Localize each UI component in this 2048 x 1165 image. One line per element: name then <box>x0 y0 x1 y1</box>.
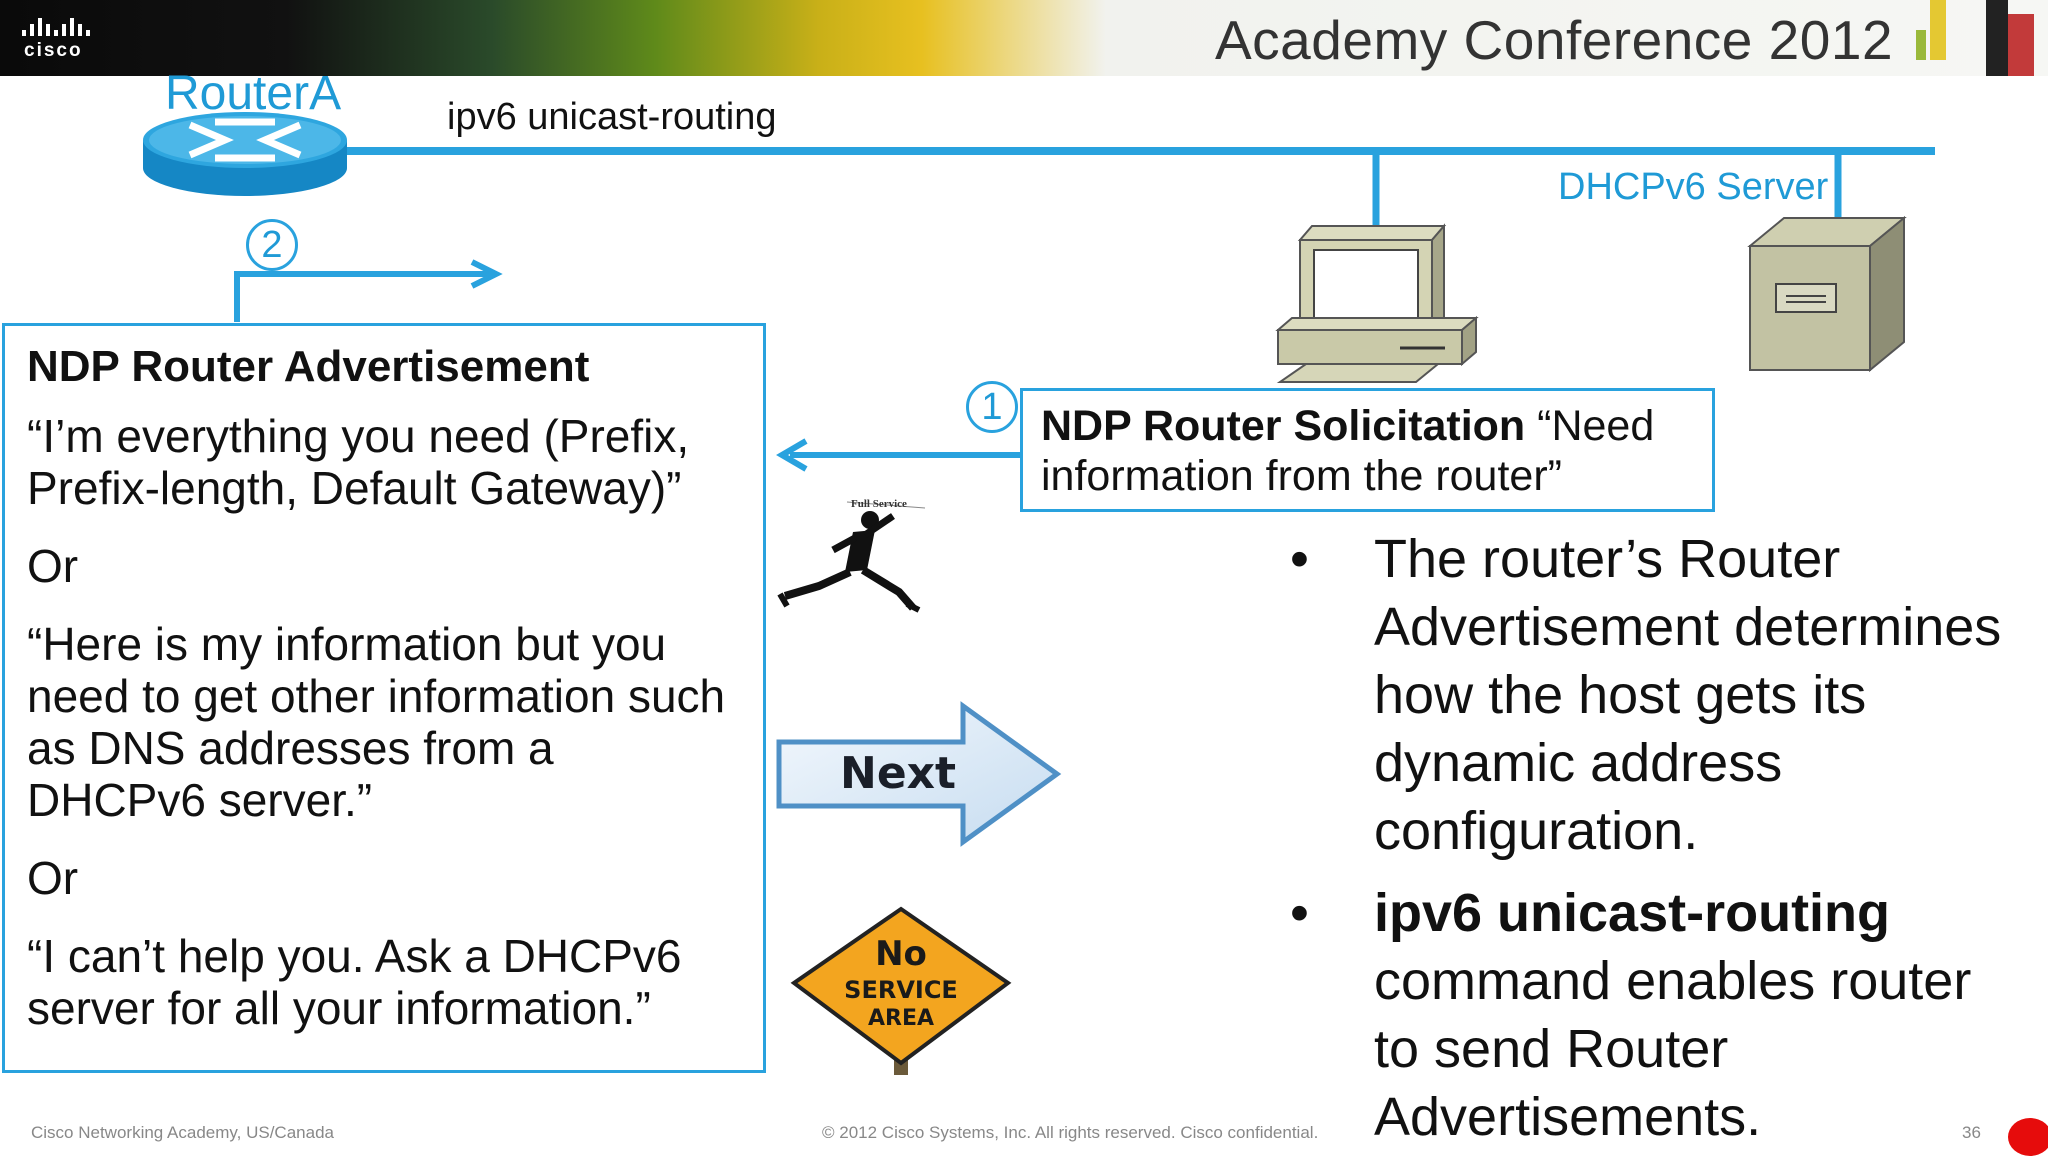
bullet-item: • ipv6 unicast-routing command enables r… <box>1290 879 2030 1151</box>
rs-heading: NDP Router Solicitation <box>1041 402 1526 450</box>
next-arrow-icon: Next <box>776 701 1062 847</box>
cisco-logo-icon <box>22 18 90 36</box>
footer-copyright: © 2012 Cisco Systems, Inc. All rights re… <box>822 1123 1319 1142</box>
command-label: ipv6 unicast-routing <box>447 96 777 138</box>
router-advertisement-box: NDP Router Advertisement “I’m everything… <box>2 323 766 1073</box>
footer-left: Cisco Networking Academy, US/Canada <box>31 1123 334 1142</box>
banner-decoration-icon <box>1916 0 2034 76</box>
no-service-line2: SERVICE <box>844 976 958 1004</box>
ra-or-1: Or <box>27 540 79 592</box>
rs-quote: “Need information from the router” <box>1041 402 1655 500</box>
router-label: RouterA <box>165 67 342 120</box>
cisco-logo-text: cisco <box>24 40 83 61</box>
next-label: Next <box>840 748 956 799</box>
bullet-item: • The router’s Router Advertisement dete… <box>1290 525 2030 865</box>
header-banner <box>0 0 2048 76</box>
ra-heading: NDP Router Advertisement <box>27 342 590 391</box>
ra-option-2: “Here is my information but you need to … <box>27 618 726 826</box>
no-service-line1: No <box>875 934 927 974</box>
bullet-marker: • <box>1290 529 1309 589</box>
bullet-bold: ipv6 unicast-routing <box>1374 883 1891 943</box>
bullet-text: command enables router to send Router Ad… <box>1374 951 1972 1147</box>
dhcpv6-server-label: DHCPv6 Server <box>1558 166 1829 208</box>
step-1-badge: 1 <box>966 381 1018 433</box>
router-solicitation-box: NDP Router Solicitation “Need informatio… <box>1020 388 1715 512</box>
full-service-runner-image: Full Service <box>777 498 926 613</box>
bullet-list: • The router’s Router Advertisement dete… <box>1290 525 2030 1165</box>
no-service-sign-icon: No SERVICE AREA <box>790 906 1012 1075</box>
conference-title: Academy Conference 2012 <box>1215 9 1894 71</box>
bullet-text: The router’s Router Advertisement determ… <box>1374 529 2002 861</box>
slide-number: 36 <box>1962 1123 1981 1142</box>
ra-or-2: Or <box>27 852 79 904</box>
computer-icon <box>1275 223 1479 383</box>
router-icon <box>143 112 347 196</box>
step-2-badge: 2 <box>246 219 298 271</box>
pager-dot-icon[interactable] <box>2008 1118 2048 1156</box>
bullet-marker: • <box>1290 883 1309 943</box>
ra-option-1: “I’m everything you need (Prefix, Prefix… <box>27 410 690 514</box>
full-service-caption: Full Service <box>851 498 907 510</box>
server-icon <box>1747 215 1907 373</box>
ra-option-3: “I can’t help you. Ask a DHCPv6 server f… <box>27 930 682 1034</box>
no-service-line3: AREA <box>868 1006 934 1031</box>
